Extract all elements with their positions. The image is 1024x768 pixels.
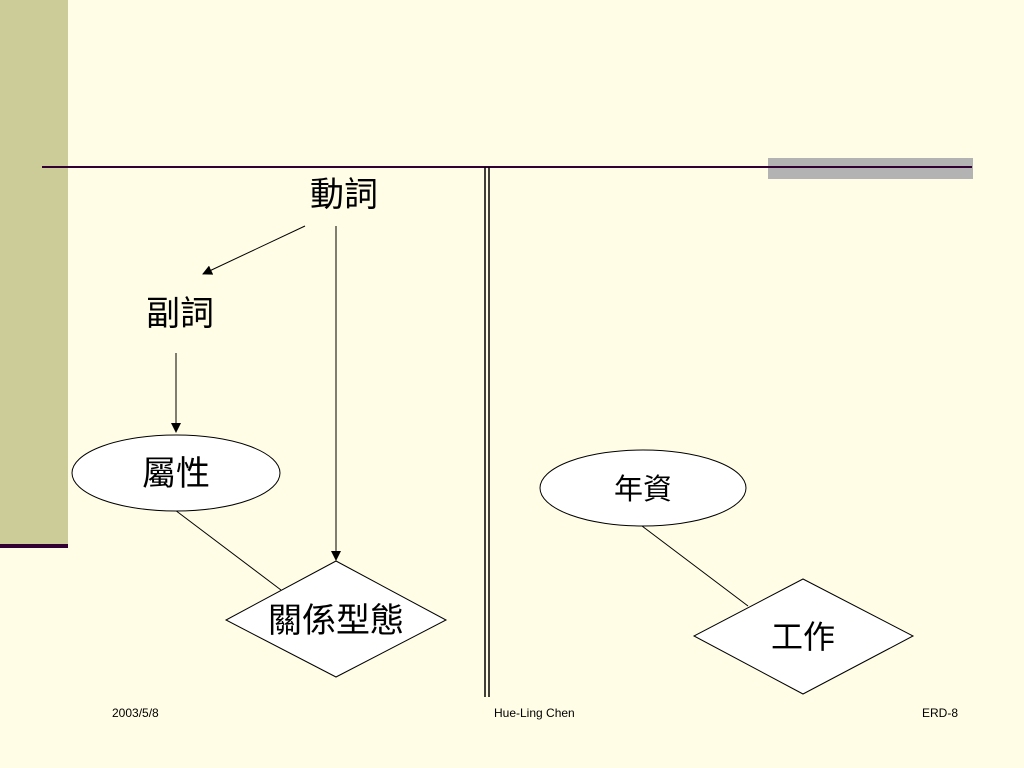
attribute-ellipse-left (71, 434, 281, 512)
side-bar-underline (0, 544, 68, 548)
relationship-diamond-right (692, 578, 915, 695)
attribute-connector-right (641, 525, 749, 607)
relationship-diamond-left (224, 560, 448, 678)
relationship-label-left: 關係型態 (268, 601, 404, 641)
attribute-connector-left (174, 509, 282, 591)
side-bar (0, 0, 68, 547)
relationship-label-right: 工作 (771, 618, 835, 656)
verb-label: 動詞 (310, 175, 378, 215)
adverb-label: 副詞 (146, 294, 214, 334)
footer-page-number: ERD-8 (922, 706, 959, 720)
accent-bar (768, 158, 973, 179)
attribute-ellipse-right (539, 449, 747, 527)
attribute-label-right: 年資 (614, 472, 672, 506)
footer-author: Hue-Ling Chen (494, 706, 575, 720)
footer-date: 2003/5/8 (112, 706, 159, 720)
verb-to-adverb-arrow (202, 225, 306, 275)
attribute-label-left: 屬性 (142, 454, 210, 494)
